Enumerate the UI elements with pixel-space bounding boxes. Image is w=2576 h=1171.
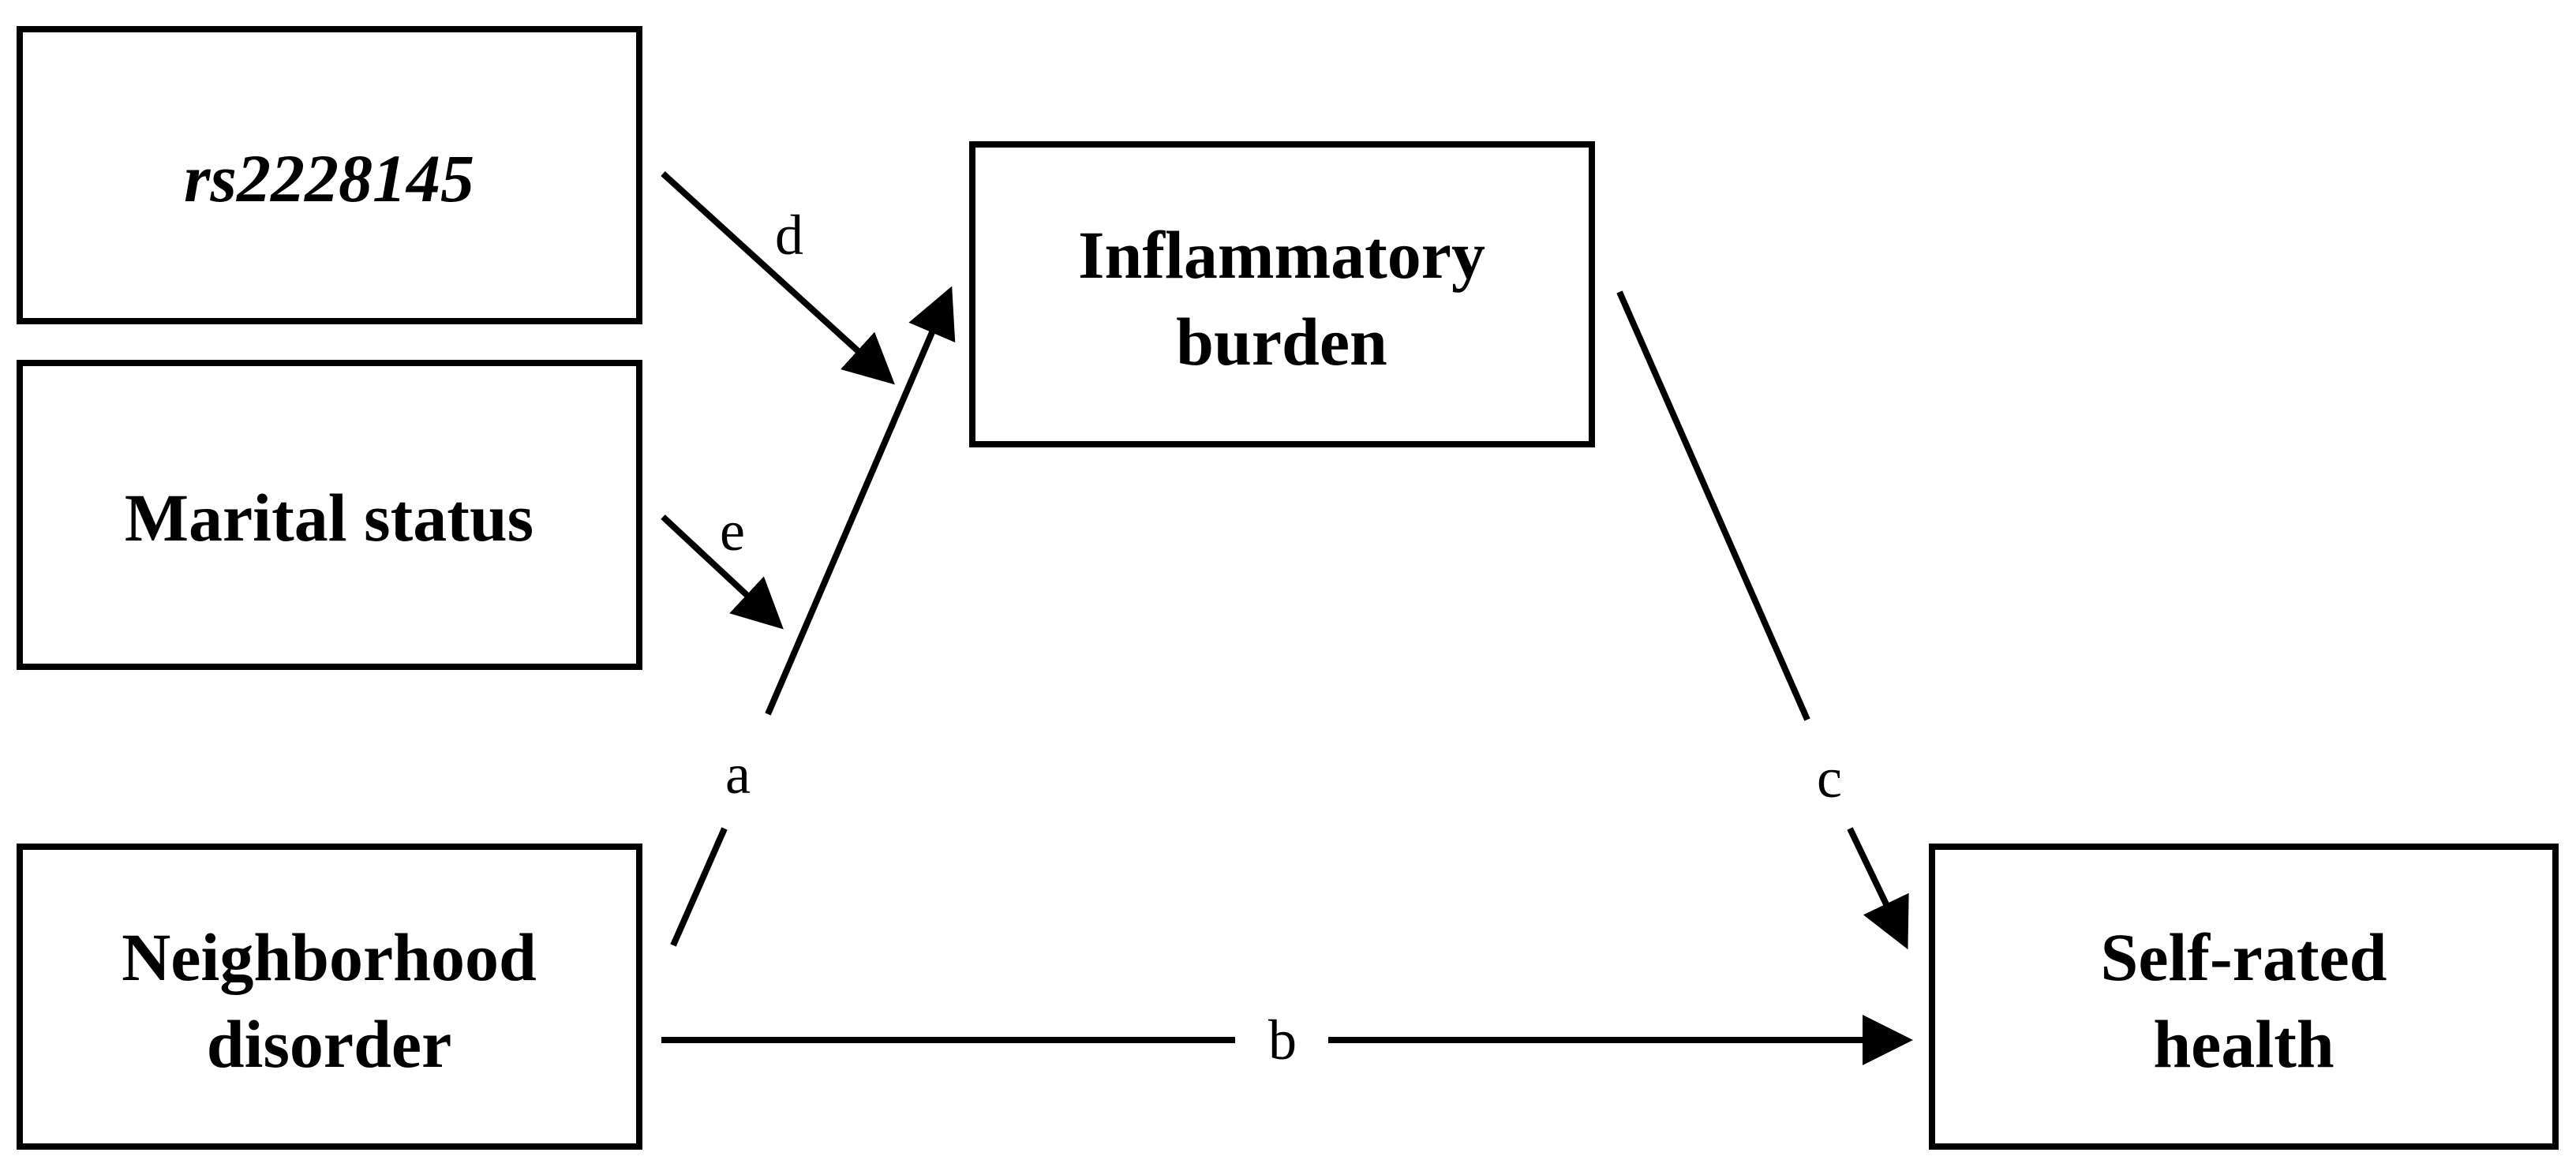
path-e-label: e — [720, 499, 745, 563]
node-marital-status: Marital status — [17, 360, 642, 670]
node-marital-status-label: Marital status — [125, 480, 534, 556]
path-a: a — [670, 286, 956, 947]
node-neighborhood-disorder: Neighborhood disorder — [17, 844, 642, 1150]
path-b-label: b — [1268, 1008, 1297, 1072]
node-inflammatory-burden: Inflammatory burden — [969, 141, 1595, 447]
path-d: d — [661, 171, 895, 385]
path-c-upper-segment — [1616, 290, 1810, 721]
path-d-label: d — [775, 204, 803, 267]
node-self-rated-health: Self-rated health — [1929, 844, 2559, 1150]
path-c-label: c — [1817, 746, 1842, 810]
node-neighborhood-disorder-line2: disorder — [207, 1006, 452, 1082]
node-self-rated-health-line2: health — [2153, 1006, 2334, 1082]
path-a-lower-segment — [670, 827, 728, 947]
node-neighborhood-disorder-line1: Neighborhood — [122, 919, 537, 995]
path-a-upper-segment — [765, 286, 956, 716]
node-inflammatory-burden-line2: burden — [1176, 304, 1387, 380]
node-rs2228145-label: rs2228145 — [184, 140, 474, 216]
path-b: b — [661, 1008, 1913, 1072]
path-c-lower-segment — [1847, 827, 1909, 950]
path-d-arrow — [661, 171, 895, 385]
node-rs2228145: rs2228145 — [17, 26, 642, 324]
path-e-arrow — [661, 514, 784, 630]
path-a-label: a — [725, 743, 751, 806]
node-self-rated-health-line1: Self-rated — [2101, 919, 2387, 995]
path-c: c — [1616, 290, 1909, 950]
path-e: e — [661, 499, 784, 630]
node-inflammatory-burden-line1: Inflammatory — [1078, 217, 1485, 293]
